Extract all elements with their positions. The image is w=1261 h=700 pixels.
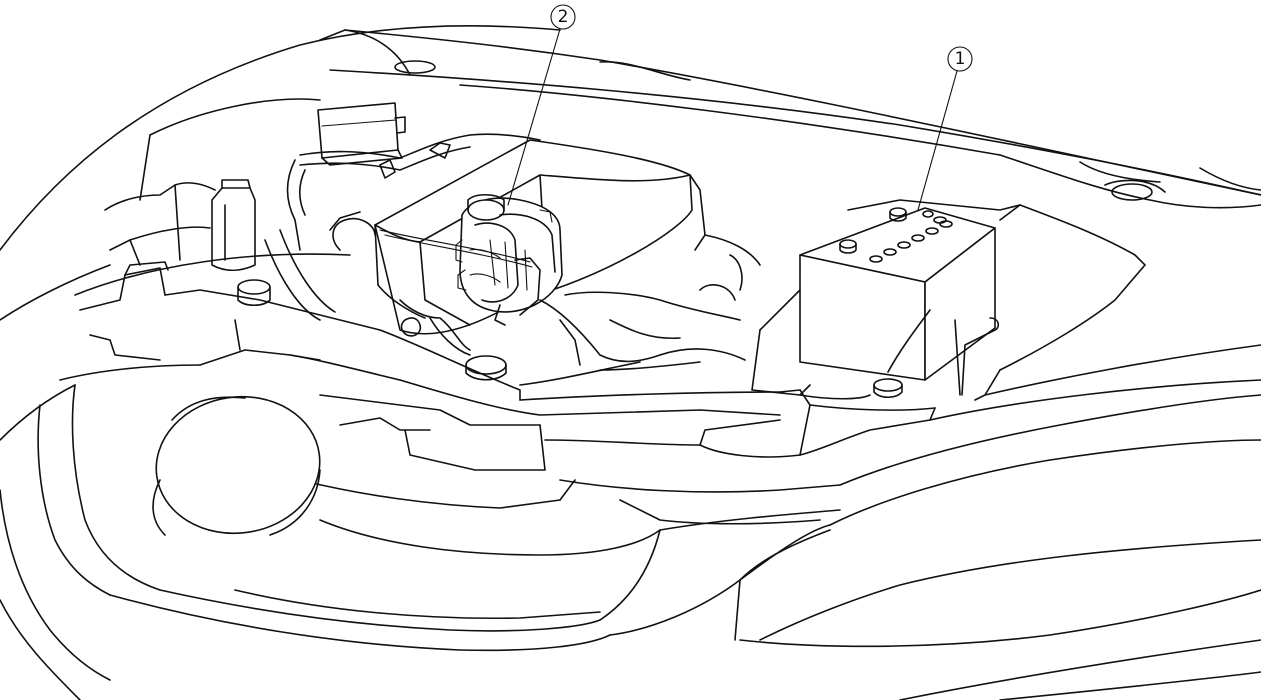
oil-filler-cap bbox=[465, 355, 507, 375]
front-fascia bbox=[0, 384, 841, 700]
left-fender bbox=[0, 98, 321, 321]
callout-1-circle bbox=[947, 46, 973, 72]
callout-2-circle bbox=[550, 4, 576, 30]
hood-outline bbox=[0, 25, 1261, 251]
relay-box bbox=[317, 102, 406, 166]
radiator-hoses bbox=[264, 133, 541, 321]
strut-tower-cap-right bbox=[1111, 183, 1153, 201]
callout-2-label: 2 bbox=[558, 7, 569, 27]
callout-2: 2 bbox=[507, 4, 576, 206]
abs-unit bbox=[379, 193, 563, 326]
right-fender bbox=[734, 394, 1261, 700]
headlamp-left bbox=[152, 395, 321, 536]
callout-2-leader bbox=[507, 28, 561, 206]
engine-lower bbox=[399, 254, 746, 386]
strut-tower-cap-left bbox=[394, 60, 436, 74]
callout-1: 1 bbox=[917, 46, 973, 211]
callout-1-label: 1 bbox=[955, 49, 966, 69]
callout-1-leader bbox=[917, 70, 958, 211]
coolant-reservoir bbox=[211, 179, 271, 307]
battery bbox=[799, 207, 1000, 399]
radiator-support bbox=[59, 253, 936, 525]
